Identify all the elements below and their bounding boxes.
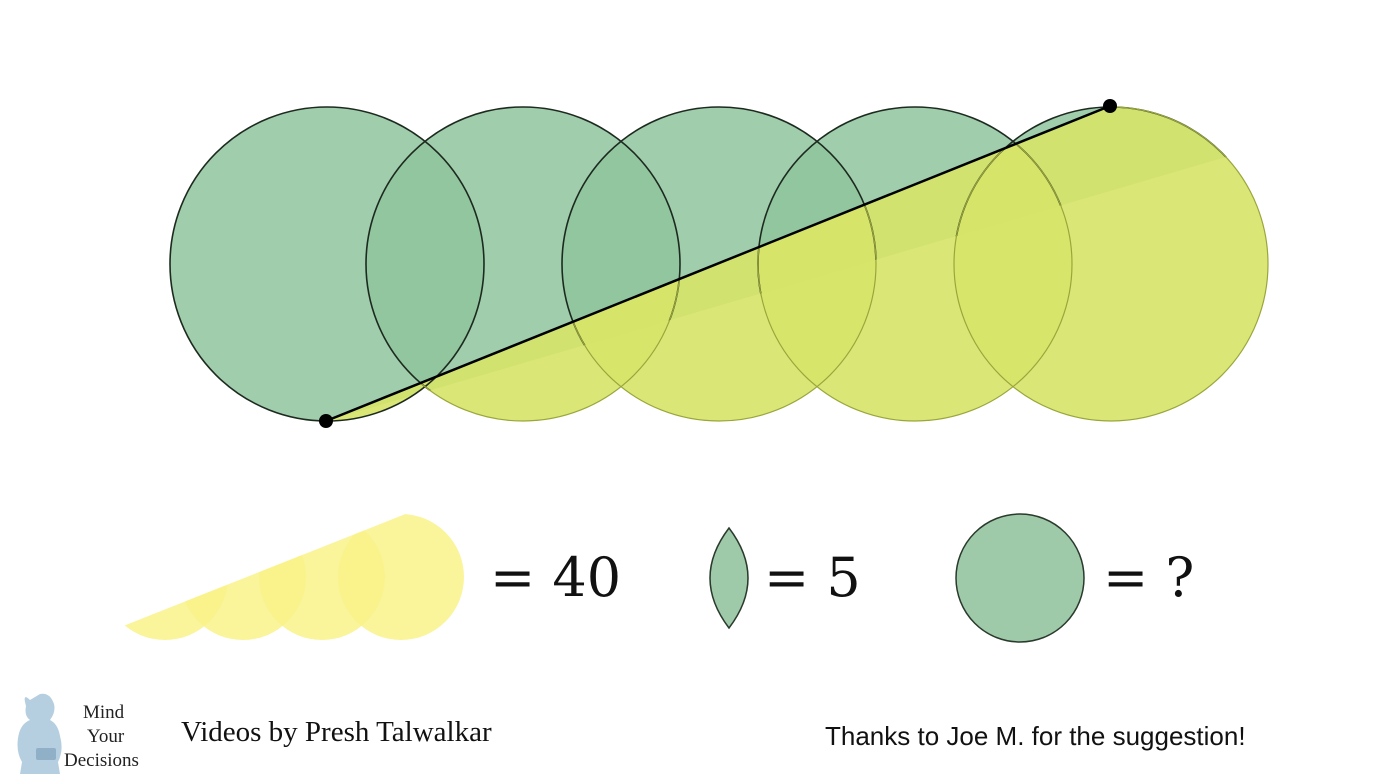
diagonal-line (325, 104, 1111, 423)
lens-value-text: = 5 (764, 546, 861, 609)
lens-icon (709, 526, 749, 630)
logo-line-3: Decisions (64, 750, 139, 771)
circle-value-text: = ? (1103, 546, 1194, 609)
circle-icon (955, 513, 1085, 643)
endpoint-bottom-left (319, 414, 333, 428)
triangle-value-text: = 40 (490, 546, 621, 609)
logo-line-2: Your (87, 726, 125, 747)
logo-line-1: Mind (83, 702, 125, 723)
endpoint-top-right (1103, 99, 1117, 113)
big-circle-5-lower (954, 107, 1268, 421)
yellow-region-icon (102, 514, 464, 640)
author-credit: Videos by Presh Talwalkar (181, 716, 492, 748)
small-circle-4 (338, 514, 464, 640)
outline-2 (365, 106, 681, 421)
thinker-statue-icon (17, 693, 62, 774)
thanks-credit: Thanks to Joe M. for the suggestion! (825, 721, 1246, 751)
